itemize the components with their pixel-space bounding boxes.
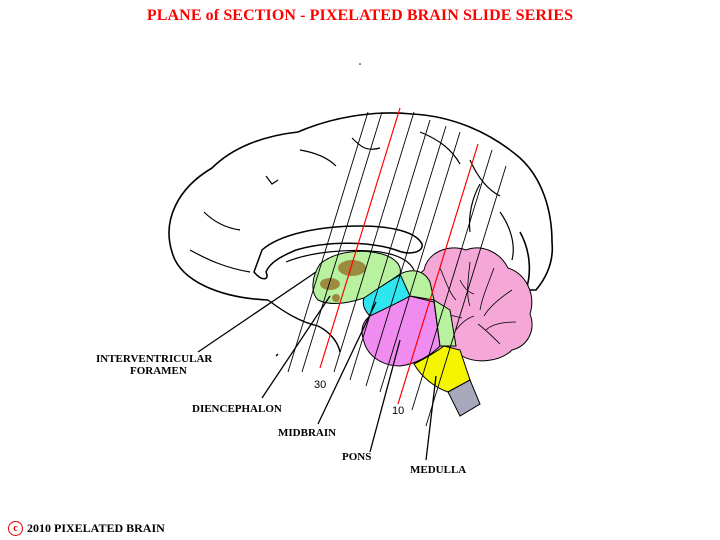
section-line (287, 111, 369, 373)
label-diencephalon: DIENCEPHALON (192, 403, 282, 415)
section-number-10: 10 (392, 405, 404, 417)
cerebellum-folia (435, 261, 517, 345)
section-line (333, 111, 415, 373)
label-medulla: MEDULLA (410, 464, 466, 476)
section-line (425, 165, 507, 427)
section-line-red (397, 143, 479, 405)
leader-interventricular (197, 271, 317, 353)
temporal-outline (267, 299, 341, 357)
leader-diencephalon (261, 295, 331, 399)
page-title: PLANE of SECTION - PIXELATED BRAIN SLIDE… (146, 7, 574, 24)
copyright-icon: c (8, 520, 23, 536)
corpus-callosum (253, 225, 423, 280)
section-line (349, 119, 431, 381)
sulci (189, 131, 514, 273)
pons-dorsal (433, 299, 457, 347)
copyright: c 2010 PIXELATED BRAIN (8, 520, 165, 536)
section-line (411, 149, 493, 411)
pons-region (361, 295, 441, 367)
thalamus-mark (338, 260, 366, 276)
stray-dot (359, 63, 361, 65)
section-line (379, 131, 461, 393)
label-pons: PONS (342, 451, 371, 463)
spinal-cord (447, 379, 481, 417)
section-line (301, 111, 383, 373)
tectum-region (399, 270, 435, 301)
label-midbrain: MIDBRAIN (278, 427, 336, 439)
section-line-red (319, 107, 401, 369)
section-lines (287, 107, 507, 427)
fornix (285, 249, 415, 271)
section-number-30: 30 (314, 379, 326, 391)
label-interventricular: INTERVENTRICULAR (96, 353, 213, 365)
copyright-text: 2010 PIXELATED BRAIN (27, 520, 165, 535)
label-foramen: FORAMEN (130, 365, 187, 377)
hypothalamus-mark (320, 278, 340, 290)
leader-lines (197, 271, 437, 461)
section-line (365, 125, 447, 387)
leader-midbrain (317, 301, 377, 425)
leader-medulla (425, 375, 437, 461)
leader-pons (369, 339, 401, 453)
mammillary-mark (332, 294, 340, 302)
cerebrum-outline (168, 112, 554, 301)
